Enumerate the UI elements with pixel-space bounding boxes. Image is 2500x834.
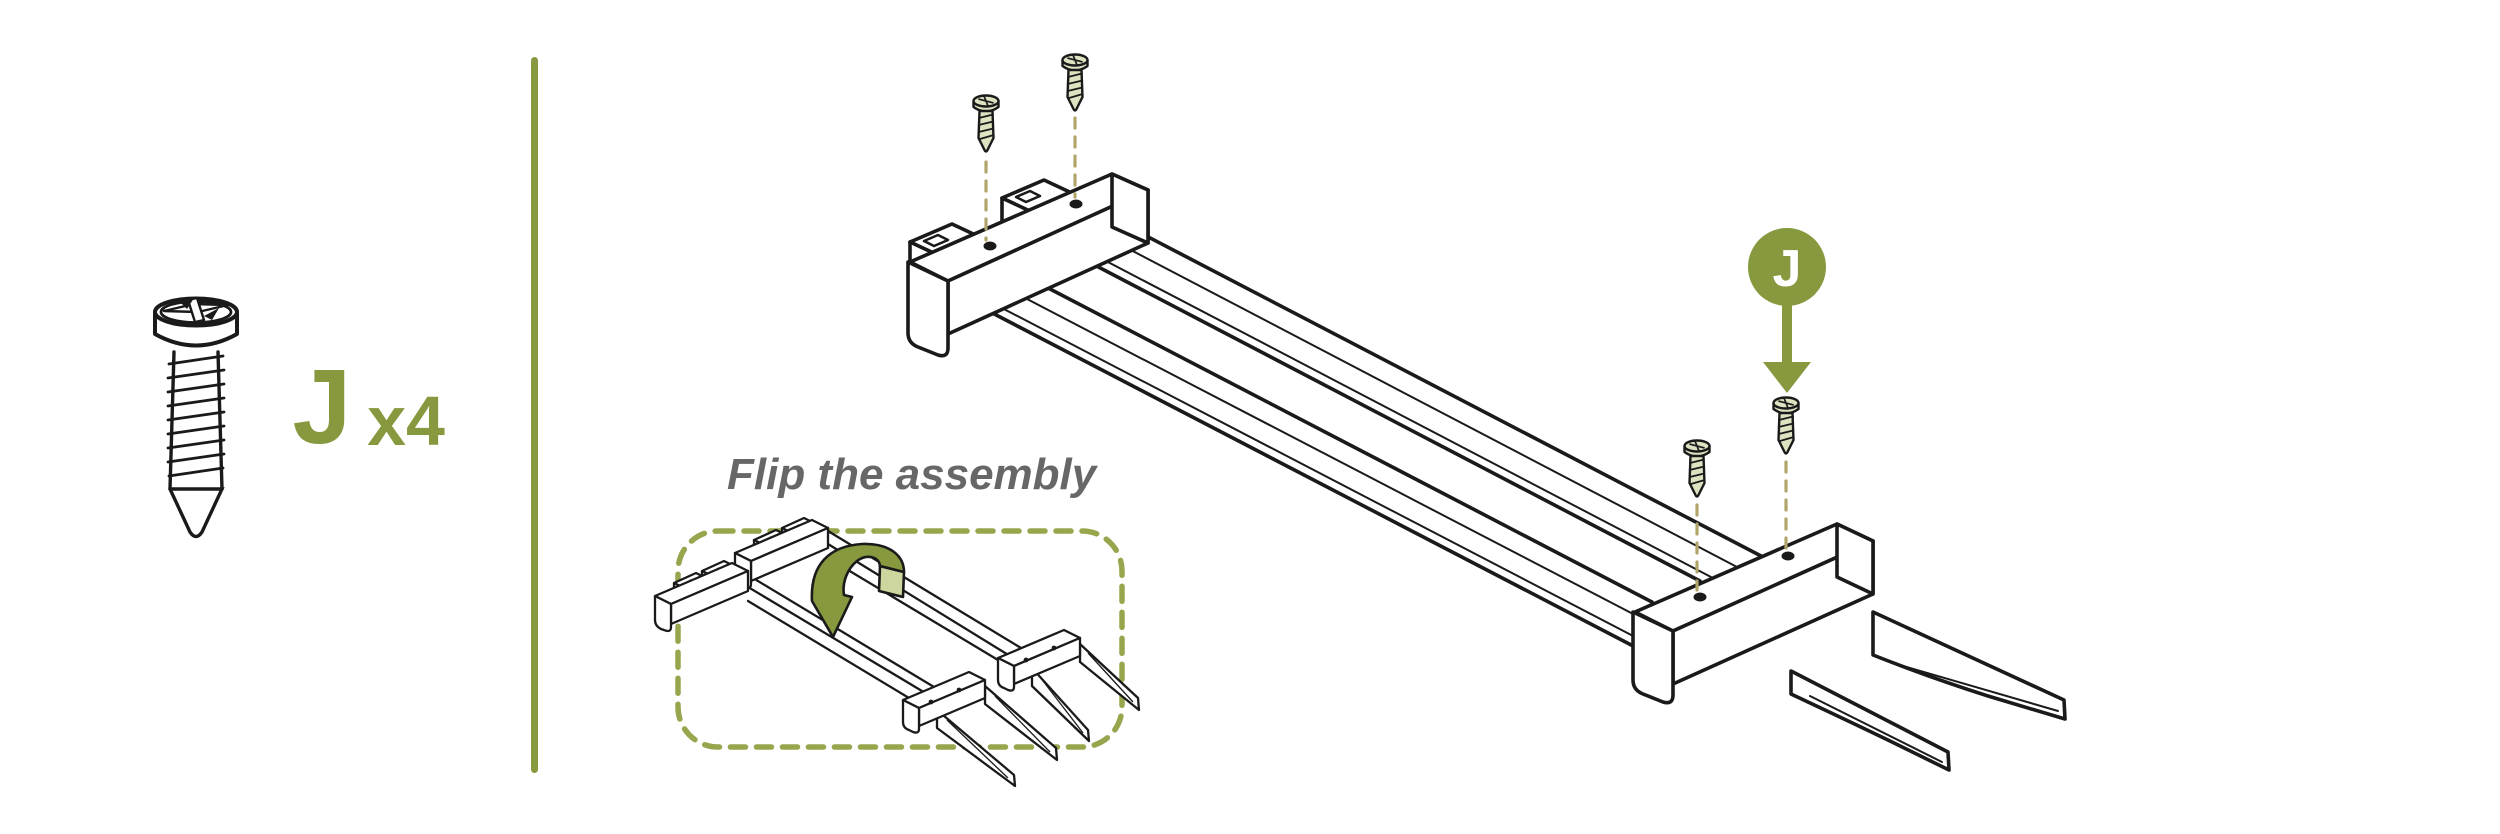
mini-assembly [653,516,1141,788]
main-assembly: J [906,53,2067,772]
part-callout-badge [1748,228,1826,306]
rail-upper [1056,188,1765,583]
screw-icon [1061,53,1089,112]
screw-hole [1781,551,1795,561]
crossbar-left [906,172,1150,358]
part-callout: J [1748,228,1826,393]
mini-stake-bar-right [996,628,1141,743]
part-letter: J [293,348,352,466]
screw-icon [153,296,239,539]
screw-shaft [166,350,226,539]
flip-inset-box [675,528,1125,750]
screw-icon [1683,439,1711,498]
mini-endcap-upper [733,516,830,590]
stake-lower [1789,669,1951,772]
screw-hole [983,241,997,251]
parts-legend: J x4 [153,296,445,539]
flip-note-text: Flip the assembly [727,450,1099,499]
crossbar-right [1631,522,1875,705]
mini-stake-bar-lower [901,670,1059,788]
flip-inset: Flip the assembly [653,450,1141,788]
mini-endcap-lower [653,559,750,633]
screw-icon [1772,396,1800,455]
badge-letter: J [1773,240,1802,298]
screw-hole [1069,199,1083,209]
arrow-down-icon [1763,304,1811,393]
section-divider [531,57,538,773]
screw-guides [984,116,1788,592]
screw-hole [1693,592,1707,602]
rail-lower [973,248,1654,650]
phillips-cross [162,296,230,324]
stake-upper [1871,610,2067,721]
screw-icon [972,94,1000,153]
flip-arrow-icon [810,542,906,639]
part-quantity: x4 [367,382,445,460]
